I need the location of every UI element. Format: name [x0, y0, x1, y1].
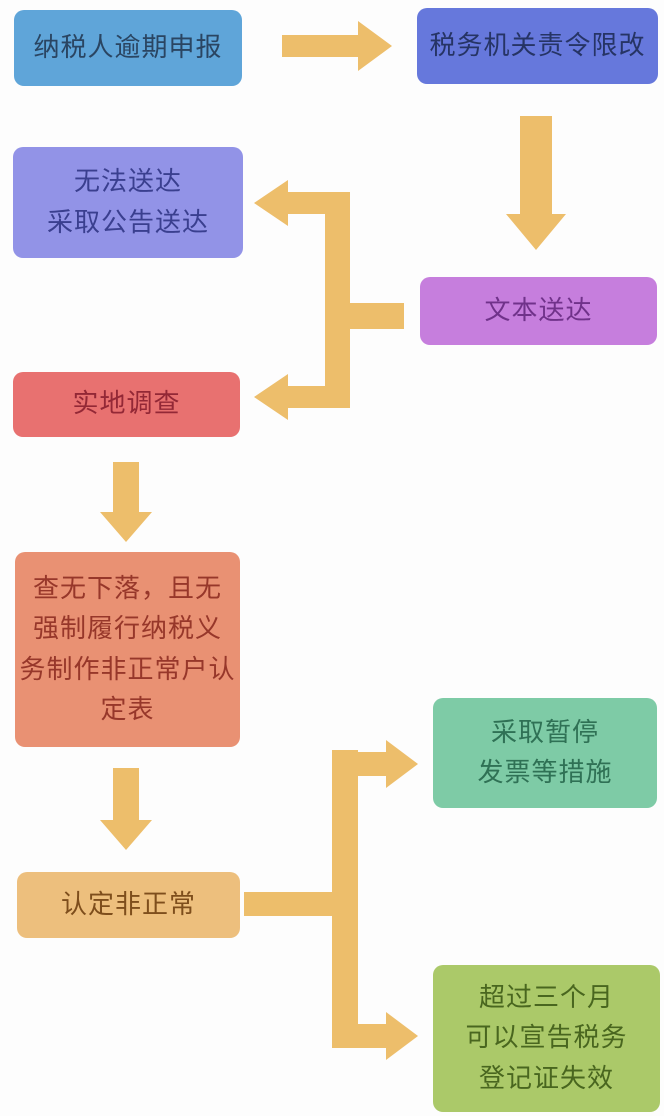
node-label: 税务机关责令限改 [429, 30, 646, 61]
arrow-down-icon [100, 462, 152, 542]
arrow-down-icon [100, 768, 152, 850]
arrow-right-icon [282, 21, 392, 71]
node-label: 实地调查 [72, 389, 181, 420]
node-invalidate-registration: 超过三个月 可以宣告税务 登记证失效 [433, 965, 660, 1112]
node-determine-abnormal: 认定非正常 [17, 872, 240, 938]
node-label: 无法送达 采取公告送达 [46, 167, 209, 238]
node-label: 纳税人逾期申报 [33, 32, 223, 63]
node-label: 认定非正常 [60, 889, 196, 920]
node-taxpayer-overdue: 纳税人逾期申报 [14, 10, 242, 86]
node-public-notice: 无法送达 采取公告送达 [13, 147, 243, 258]
node-label: 文本送达 [484, 295, 593, 326]
node-order-correction: 税务机关责令限改 [417, 8, 658, 84]
node-document-service: 文本送达 [420, 277, 657, 345]
node-label: 查无下落，且无 强制履行纳税义 务制作非正常户认 定表 [19, 573, 236, 725]
node-label: 超过三个月 可以宣告税务 登记证失效 [465, 983, 628, 1094]
node-label: 采取暂停 发票等措施 [477, 717, 613, 788]
node-field-investigation: 实地调查 [13, 372, 240, 437]
arrow-branch-right-icon [244, 740, 418, 1060]
node-abnormal-form: 查无下落，且无 强制履行纳税义 务制作非正常户认 定表 [15, 552, 240, 747]
arrow-down-icon [506, 116, 566, 250]
node-suspend-invoices: 采取暂停 发票等措施 [433, 698, 657, 808]
arrow-branch-left-icon [254, 180, 404, 420]
